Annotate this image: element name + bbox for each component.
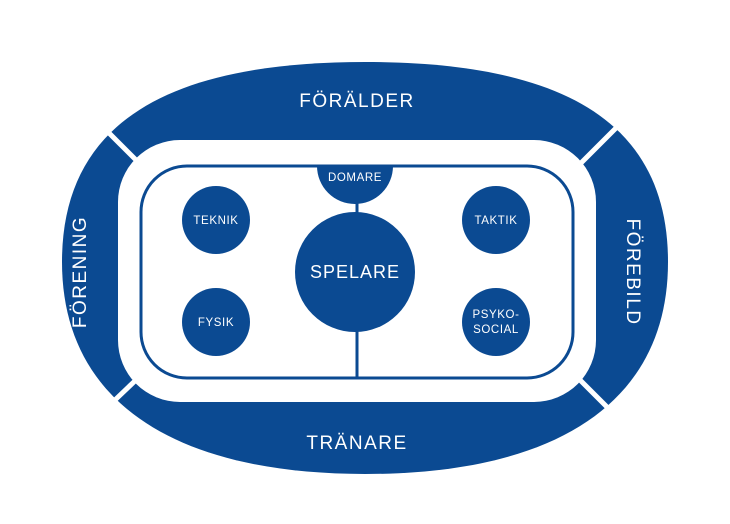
sector-label-bottom: TRÄNARE — [306, 433, 407, 454]
psykosocial-label-line1: PSYKO- — [472, 309, 519, 321]
psykosocial-circle — [462, 288, 530, 356]
psykosocial-label-line2: SOCIAL — [473, 324, 519, 336]
sector-label-left: FÖRENING — [70, 216, 91, 328]
domare-circle — [317, 166, 393, 204]
domare-label: DOMARE — [328, 172, 382, 184]
fysik-label: FYSIK — [198, 317, 234, 329]
center-circle — [295, 212, 415, 332]
divider-top-right — [572, 120, 624, 172]
sector-label-right: FÖREBILD — [622, 218, 643, 325]
teknik-label: TEKNIK — [193, 215, 238, 227]
divider-top-left — [94, 118, 142, 166]
sector-label-top: FÖRÄLDER — [299, 91, 414, 112]
taktik-label: TAKTIK — [474, 215, 517, 227]
center-label: SPELARE — [310, 262, 400, 282]
teknik-circle — [182, 186, 250, 254]
taktik-circle — [462, 186, 530, 254]
sector-dividers — [92, 118, 626, 426]
divider-bottom-right — [576, 376, 626, 426]
fysik-circle — [182, 288, 250, 356]
divider-bottom-left — [92, 376, 140, 422]
